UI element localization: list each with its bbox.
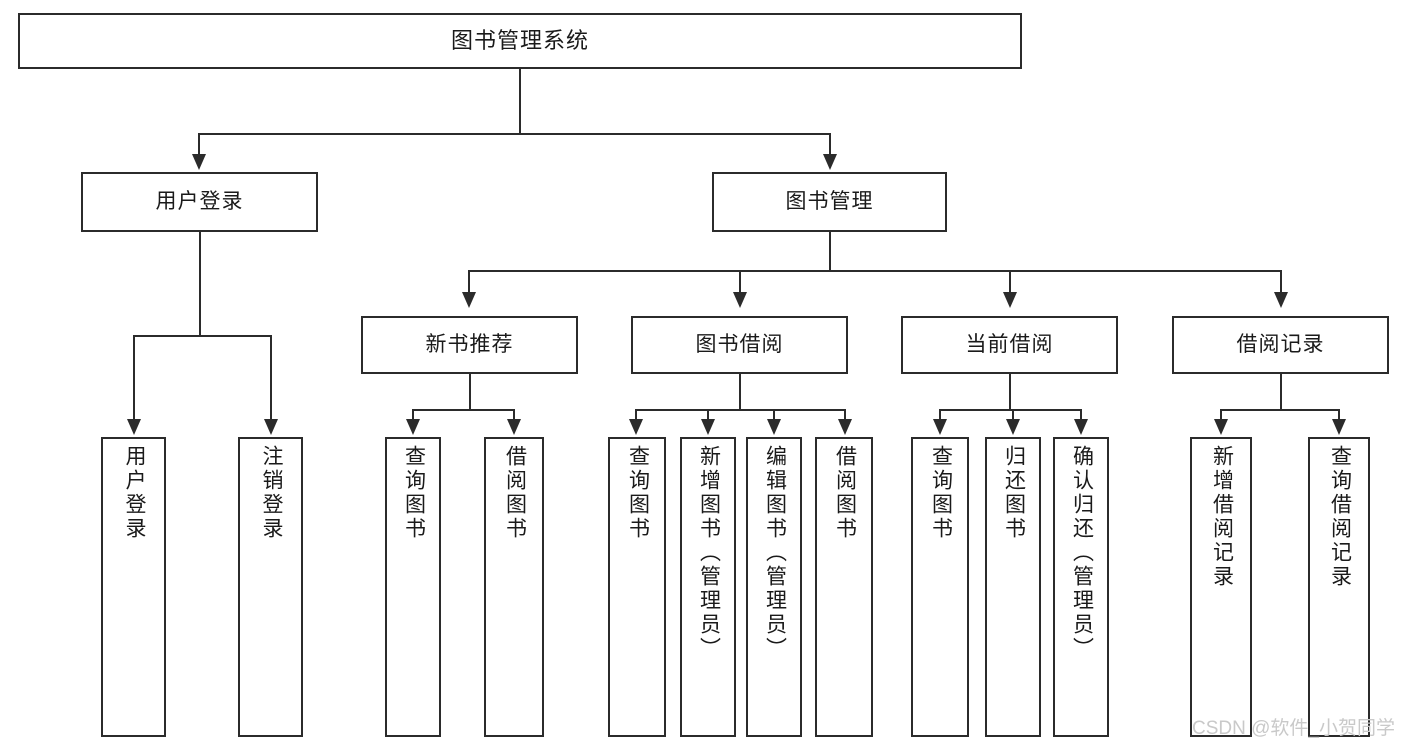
edge-book-manage-stem (829, 232, 831, 272)
node-leaf-add-borrow-record-label: 新增借阅记录 (1210, 445, 1234, 589)
node-leaf-edit-book[interactable]: 编辑图书（管理员） (746, 437, 802, 737)
node-book-borrow-label: 图书借阅 (695, 332, 784, 356)
edge-borrow-record-bus (1220, 409, 1340, 411)
edge-bm-to-borrow-record (1280, 270, 1282, 294)
node-leaf-logout-login[interactable]: 注销登录 (238, 437, 303, 737)
edge-bm-to-book-borrow (739, 270, 741, 294)
edge-new-book-stem (469, 374, 471, 410)
node-leaf-query-borrow-record-label: 查询借阅记录 (1328, 445, 1352, 589)
node-leaf-query-book-1-label: 查询图书 (402, 445, 426, 541)
node-leaf-user-login[interactable]: 用户登录 (101, 437, 166, 737)
node-leaf-query-book-2-label: 查询图书 (626, 445, 650, 541)
node-leaf-return-book-label: 归还图书 (1002, 445, 1026, 541)
edge-root-bus (198, 133, 831, 135)
arrow-to-leaf-query-book-1 (406, 419, 420, 435)
node-leaf-query-book-2[interactable]: 查询图书 (608, 437, 666, 737)
node-leaf-user-login-label: 用户登录 (122, 445, 146, 541)
arrow-to-leaf-query-borrow-record (1332, 419, 1346, 435)
edge-bm-to-new-book (468, 270, 470, 294)
node-user-login[interactable]: 用户登录 (81, 172, 318, 232)
node-user-login-label: 用户登录 (155, 189, 244, 213)
node-leaf-return-book[interactable]: 归还图书 (985, 437, 1041, 737)
arrow-to-leaf-edit-book (767, 419, 781, 435)
arrow-to-book-manage (823, 154, 837, 170)
node-leaf-query-book-3-label: 查询图书 (929, 445, 953, 541)
node-book-manage[interactable]: 图书管理 (712, 172, 947, 232)
edge-bm-to-current-borrow (1009, 270, 1011, 294)
edge-br-to-leaf-2 (1338, 409, 1340, 421)
edge-cb-to-leaf-1 (939, 409, 941, 421)
arrow-to-leaf-add-book (701, 419, 715, 435)
node-leaf-query-book-3[interactable]: 查询图书 (911, 437, 969, 737)
edge-new-book-bus (412, 409, 514, 411)
edge-cb-to-leaf-3 (1080, 409, 1082, 421)
edge-br-to-leaf-1 (1220, 409, 1222, 421)
arrow-to-leaf-borrow-book-1 (507, 419, 521, 435)
node-leaf-add-book[interactable]: 新增图书（管理员） (680, 437, 736, 737)
arrow-to-leaf-borrow-book-2 (838, 419, 852, 435)
edge-borrow-record-stem (1280, 374, 1282, 410)
node-leaf-edit-book-label: 编辑图书（管理员） (763, 445, 787, 661)
node-leaf-confirm-return-label: 确认归还（管理员） (1070, 445, 1094, 661)
arrow-to-borrow-record (1274, 292, 1288, 308)
node-book-borrow[interactable]: 图书借阅 (631, 316, 848, 374)
csdn-watermark: CSDN @软件_小贺同学 (1192, 718, 1395, 739)
node-borrow-record[interactable]: 借阅记录 (1172, 316, 1389, 374)
node-borrow-record-label: 借阅记录 (1236, 332, 1325, 356)
node-new-book-recommend-label: 新书推荐 (425, 332, 514, 356)
edge-user-login-to-leaf-1 (133, 335, 135, 421)
edge-root-to-book-manage (829, 133, 831, 156)
edge-bb-to-leaf-3 (773, 409, 775, 421)
node-current-borrow-label: 当前借阅 (965, 332, 1054, 356)
edge-user-login-stem (199, 232, 201, 336)
arrow-to-leaf-confirm-return (1074, 419, 1088, 435)
edge-root-stem (519, 69, 521, 133)
edge-current-borrow-stem (1009, 374, 1011, 410)
arrow-to-leaf-add-borrow-record (1214, 419, 1228, 435)
node-leaf-confirm-return[interactable]: 确认归还（管理员） (1053, 437, 1109, 737)
arrow-to-current-borrow (1003, 292, 1017, 308)
node-root-label: 图书管理系统 (450, 28, 589, 54)
arrow-to-leaf-return-book (1006, 419, 1020, 435)
node-leaf-borrow-book-2-label: 借阅图书 (833, 445, 857, 541)
node-current-borrow[interactable]: 当前借阅 (901, 316, 1118, 374)
edge-cb-to-leaf-2 (1012, 409, 1014, 421)
edge-book-borrow-bus (635, 409, 844, 411)
edge-root-to-user-login (198, 133, 200, 156)
edge-current-borrow-bus (939, 409, 1082, 411)
node-leaf-borrow-book-2[interactable]: 借阅图书 (815, 437, 873, 737)
edge-bb-to-leaf-1 (635, 409, 637, 421)
node-leaf-add-borrow-record[interactable]: 新增借阅记录 (1190, 437, 1252, 737)
edge-bb-to-leaf-4 (844, 409, 846, 421)
arrow-to-leaf-logout-login (264, 419, 278, 435)
arrow-to-leaf-query-book-2 (629, 419, 643, 435)
node-book-manage-label: 图书管理 (785, 189, 874, 213)
node-new-book-recommend[interactable]: 新书推荐 (361, 316, 578, 374)
node-leaf-logout-login-label: 注销登录 (259, 445, 283, 541)
edge-bb-to-leaf-2 (707, 409, 709, 421)
arrow-to-book-borrow (733, 292, 747, 308)
node-root[interactable]: 图书管理系统 (18, 13, 1022, 69)
edge-nb-to-leaf-2 (513, 409, 515, 421)
arrow-to-new-book-recommend (462, 292, 476, 308)
arrow-to-leaf-query-book-3 (933, 419, 947, 435)
node-leaf-add-book-label: 新增图书（管理员） (697, 445, 721, 661)
edge-book-manage-bus (468, 270, 1280, 272)
node-leaf-borrow-book-1-label: 借阅图书 (503, 445, 527, 541)
edge-nb-to-leaf-1 (412, 409, 414, 421)
node-leaf-borrow-book-1[interactable]: 借阅图书 (484, 437, 544, 737)
edge-book-borrow-stem (739, 374, 741, 410)
edge-user-login-bus (133, 335, 271, 337)
node-leaf-query-borrow-record[interactable]: 查询借阅记录 (1308, 437, 1370, 737)
arrow-to-user-login (192, 154, 206, 170)
node-leaf-query-book-1[interactable]: 查询图书 (385, 437, 441, 737)
arrow-to-leaf-user-login (127, 419, 141, 435)
edge-user-login-to-leaf-2 (270, 335, 272, 421)
